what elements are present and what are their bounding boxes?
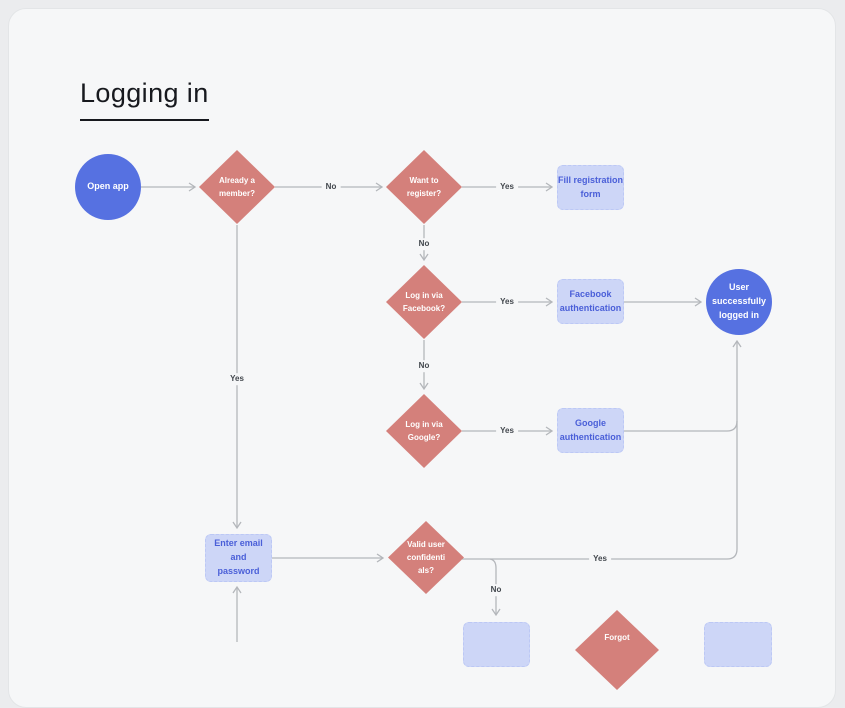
edge-label-yes[interactable]: Yes <box>226 373 248 385</box>
edge-label-yes[interactable]: Yes <box>496 181 518 193</box>
edge-label-no[interactable]: No <box>414 238 434 250</box>
node-fill-registration-form[interactable]: Fill registration form <box>557 165 624 210</box>
edge-label-no[interactable]: No <box>486 584 506 596</box>
node-user-logged-in[interactable]: User successfully logged in <box>706 269 772 335</box>
node-facebook-authentication[interactable]: Facebook authentication <box>557 279 624 324</box>
node-google-authentication[interactable]: Google authentication <box>557 408 624 453</box>
edge-label-yes[interactable]: Yes <box>496 425 518 437</box>
node-enter-email-password[interactable]: Enter email and password <box>205 534 272 582</box>
edge-label-yes[interactable]: Yes <box>496 296 518 308</box>
edge-label-yes[interactable]: Yes <box>589 553 611 565</box>
edge-label-no[interactable]: No <box>321 181 341 193</box>
node-pending-right[interactable] <box>704 622 772 667</box>
diagram-title[interactable]: Logging in <box>80 78 209 121</box>
node-open-app[interactable]: Open app <box>75 154 141 220</box>
node-pending-left[interactable] <box>463 622 530 667</box>
edge-label-no[interactable]: No <box>414 360 434 372</box>
